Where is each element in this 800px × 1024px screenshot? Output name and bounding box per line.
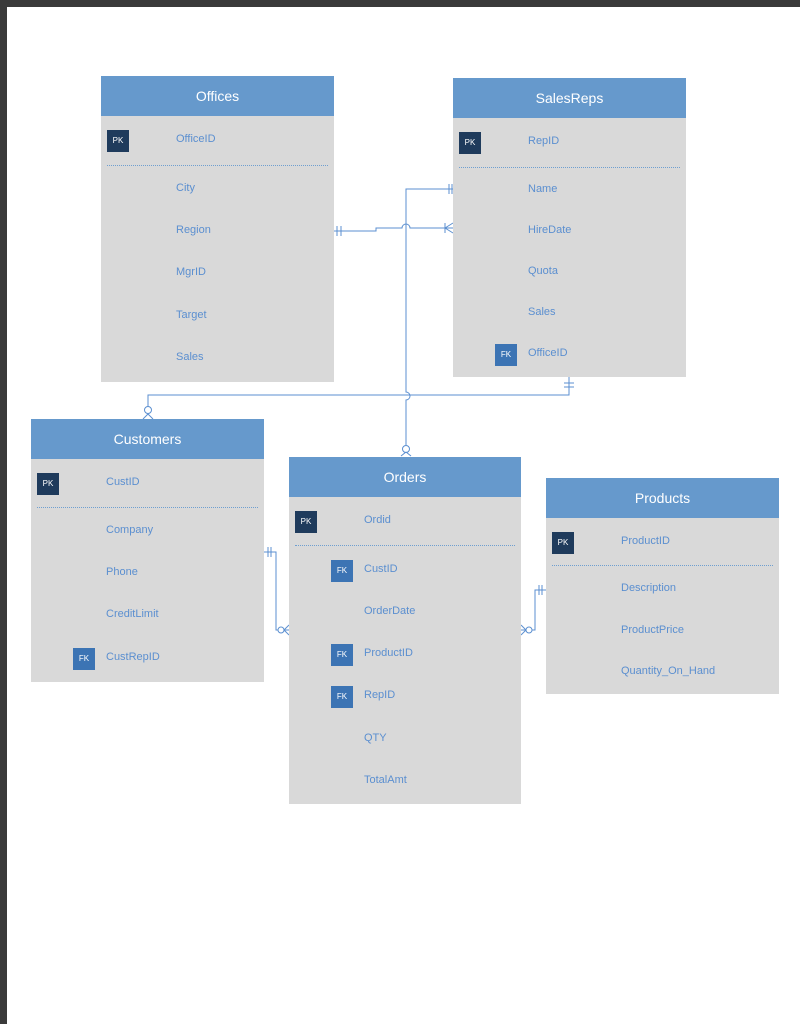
field-row[interactable]: City — [101, 179, 334, 201]
entity-title: Products — [546, 478, 779, 518]
field-name: City — [176, 182, 195, 194]
pk-badge: PK — [37, 473, 59, 495]
field-name: Description — [621, 582, 677, 594]
field-name: Phone — [106, 566, 138, 578]
key-separator — [295, 545, 515, 546]
field-name: OfficeID — [528, 347, 568, 359]
field-name: Quota — [528, 265, 558, 277]
field-name: Sales — [176, 351, 204, 363]
field-row[interactable]: Region — [101, 221, 334, 243]
pk-badge: PK — [552, 532, 574, 554]
field-name: CustID — [106, 476, 140, 488]
field-row[interactable]: Phone — [31, 563, 264, 585]
fk-badge: FK — [495, 344, 517, 366]
field-row[interactable]: OrderDate — [289, 602, 521, 624]
field-name: TotalAmt — [364, 774, 407, 786]
field-row[interactable]: Company — [31, 521, 264, 543]
field-row[interactable]: HireDate — [453, 221, 686, 243]
entity-products[interactable]: Products PK ProductID Description Produc… — [546, 478, 779, 694]
field-name: Company — [106, 524, 154, 536]
field-row[interactable]: Target — [101, 306, 334, 328]
pk-badge: PK — [295, 511, 317, 533]
key-separator — [459, 167, 680, 168]
key-separator — [552, 565, 773, 566]
field-name: CustRepID — [106, 651, 160, 663]
field-name: ProductID — [621, 535, 670, 547]
field-name: Quantity_On_Hand — [621, 665, 716, 677]
entity-title: Customers — [31, 419, 264, 459]
fk-badge: FK — [73, 648, 95, 670]
field-row[interactable]: PK CustID — [31, 473, 264, 495]
field-row[interactable]: PK ProductID — [546, 532, 779, 554]
field-name: Name — [528, 183, 558, 195]
field-row[interactable]: ProductPrice — [546, 621, 779, 643]
field-row[interactable]: PK Ordid — [289, 511, 521, 533]
field-row[interactable]: QTY — [289, 729, 521, 751]
field-name: RepID — [364, 689, 396, 701]
field-row[interactable]: MgrID — [101, 263, 334, 285]
field-row[interactable]: Name — [453, 180, 686, 202]
field-row[interactable]: FK RepID — [289, 686, 521, 708]
field-row[interactable]: TotalAmt — [289, 771, 521, 793]
field-row[interactable]: Quantity_On_Hand — [546, 662, 779, 684]
pk-badge: PK — [459, 132, 481, 154]
field-name: ProductPrice — [621, 624, 684, 636]
field-name: ProductID — [364, 647, 413, 659]
field-row[interactable]: FK CustID — [289, 560, 521, 582]
field-name: Target — [176, 309, 207, 321]
entity-title: SalesReps — [453, 78, 686, 118]
field-row[interactable]: FK ProductID — [289, 644, 521, 666]
key-separator — [37, 507, 258, 508]
field-row[interactable]: FK OfficeID — [453, 344, 686, 366]
entity-offices[interactable]: Offices PK OfficeID City Region MgrID Ta… — [101, 76, 334, 382]
fk-badge: FK — [331, 686, 353, 708]
entity-salesreps[interactable]: SalesReps PK RepID Name HireDate Quota S… — [453, 78, 686, 377]
fk-badge: FK — [331, 560, 353, 582]
entity-title: Offices — [101, 76, 334, 116]
field-name: Ordid — [364, 514, 391, 526]
pk-badge: PK — [107, 130, 129, 152]
entity-orders[interactable]: Orders PK Ordid FK CustID OrderDate FK P… — [289, 457, 521, 804]
field-name: OrderDate — [364, 605, 416, 617]
field-name: HireDate — [528, 224, 572, 236]
field-name: QTY — [364, 732, 387, 744]
field-row[interactable]: Sales — [101, 348, 334, 370]
entity-title: Orders — [289, 457, 521, 497]
field-name: MgrID — [176, 266, 206, 278]
fk-badge: FK — [331, 644, 353, 666]
field-row[interactable]: Sales — [453, 303, 686, 325]
field-name: CustID — [364, 563, 398, 575]
field-row[interactable]: PK RepID — [453, 132, 686, 154]
field-row[interactable]: Description — [546, 579, 779, 601]
field-row[interactable]: CreditLimit — [31, 605, 264, 627]
entity-customers[interactable]: Customers PK CustID Company Phone Credit… — [31, 419, 264, 682]
field-row[interactable]: PK OfficeID — [101, 130, 334, 152]
field-name: OfficeID — [176, 133, 216, 145]
field-name: CreditLimit — [106, 608, 159, 620]
field-name: RepID — [528, 135, 560, 147]
key-separator — [107, 165, 328, 166]
field-name: Sales — [528, 306, 556, 318]
field-row[interactable]: FK CustRepID — [31, 648, 264, 670]
field-row[interactable]: Quota — [453, 262, 686, 284]
field-name: Region — [176, 224, 211, 236]
